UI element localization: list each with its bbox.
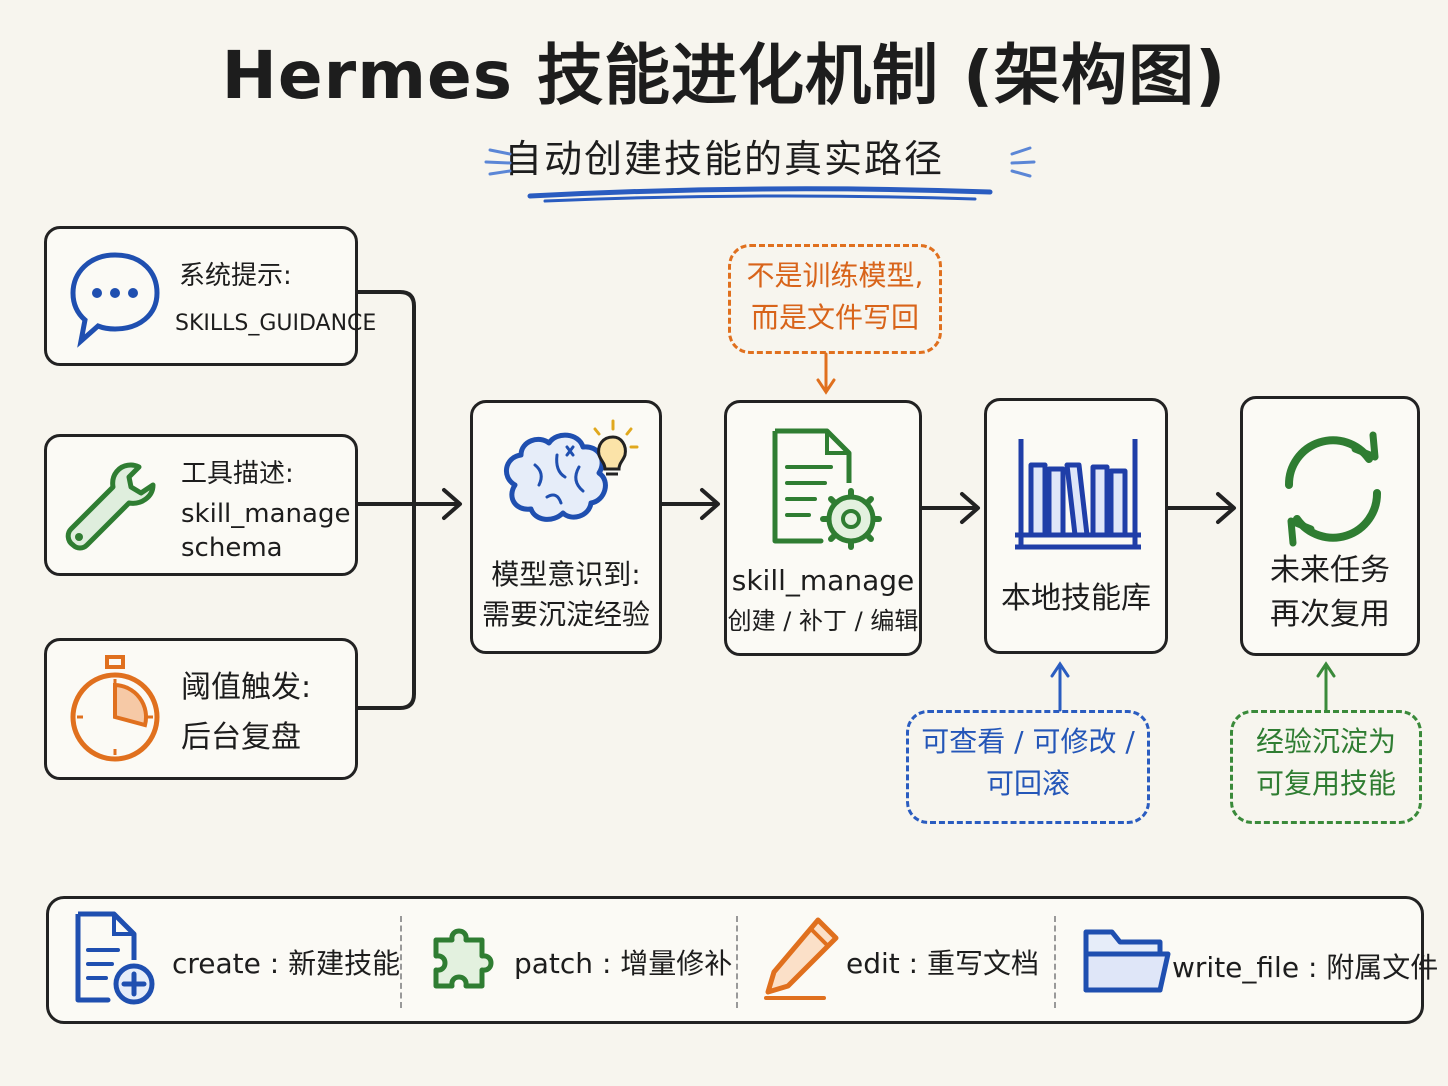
- flow-box-line: skill_manage: [731, 564, 915, 597]
- legend-write-file: write_file : 附属文件: [1172, 951, 1439, 984]
- flow-box-future-reuse: 未来任务 再次复用: [1240, 396, 1420, 656]
- page-title: Hermes 技能进化机制 (架构图): [221, 37, 1227, 114]
- subtitle-decoration: [484, 146, 1036, 203]
- input-detail: SKILLS_GUIDANCE: [175, 311, 377, 336]
- bookshelf-icon: [1015, 439, 1141, 550]
- input-box-tool-description: 工具描述: skill_manage schema: [44, 434, 358, 576]
- folder-icon: [1083, 929, 1171, 993]
- input-detail: schema: [181, 533, 283, 563]
- refresh-cycle-icon: [1284, 431, 1382, 547]
- flow-box-line: 本地技能库: [1001, 581, 1151, 616]
- flow-box-skill-manage: skill_manage 创建 / 补丁 / 编辑: [724, 400, 922, 656]
- wrench-icon: [65, 462, 156, 551]
- legend-edit: edit : 重写文档: [846, 947, 1039, 980]
- note-line: 可复用技能: [1255, 767, 1396, 800]
- note-line: 不是训练模型,: [746, 259, 924, 292]
- flow-box-line: 创建 / 补丁 / 编辑: [727, 607, 919, 635]
- input-box-system-prompt: 系统提示: SKILLS_GUIDANCE: [44, 226, 376, 366]
- document-gear-icon: [772, 428, 882, 550]
- note-viewable: 可查看 / 可修改 / 可回滚: [906, 710, 1150, 824]
- legend-divider: [736, 916, 738, 1008]
- legend-panel: [46, 896, 1424, 1024]
- page-subtitle: 自动创建技能的真实路径: [503, 137, 944, 181]
- legend-divider: [1054, 916, 1056, 1008]
- legend-divider: [400, 916, 402, 1008]
- flow-box-line: 再次复用: [1270, 597, 1390, 632]
- note-line: 可查看 / 可修改 /: [921, 725, 1135, 758]
- input-label: 阈值触发:: [181, 670, 312, 705]
- brain-lightbulb-icon: [504, 419, 639, 522]
- note-not-training: 不是训练模型, 而是文件写回: [728, 244, 942, 354]
- flow-box-line: 需要沉淀经验: [481, 598, 650, 631]
- chat-bubble-icon: [70, 252, 160, 348]
- note-line: 而是文件写回: [750, 301, 919, 334]
- legend-patch: patch : 增量修补: [514, 947, 733, 980]
- flow-box-model-aware: 模型意识到: 需要沉淀经验: [470, 400, 662, 654]
- stopwatch-icon: [70, 655, 160, 762]
- flow-box-line: 未来任务: [1270, 553, 1390, 588]
- input-label: 系统提示:: [179, 261, 292, 291]
- input-detail: 后台复盘: [181, 720, 301, 755]
- flow-box-local-library: 本地技能库: [984, 398, 1168, 654]
- new-document-icon: [75, 911, 155, 1005]
- flow-box-line: 模型意识到:: [491, 558, 641, 591]
- note-line: 经验沉淀为: [1255, 725, 1396, 758]
- input-label: 工具描述:: [181, 459, 294, 489]
- pencil-icon: [764, 917, 839, 1000]
- legend-create: create : 新建技能: [172, 947, 401, 980]
- puzzle-icon: [433, 928, 494, 989]
- input-detail: skill_manage: [181, 499, 351, 529]
- note-reusable: 经验沉淀为 可复用技能: [1230, 710, 1422, 824]
- note-line: 可回滚: [985, 767, 1070, 800]
